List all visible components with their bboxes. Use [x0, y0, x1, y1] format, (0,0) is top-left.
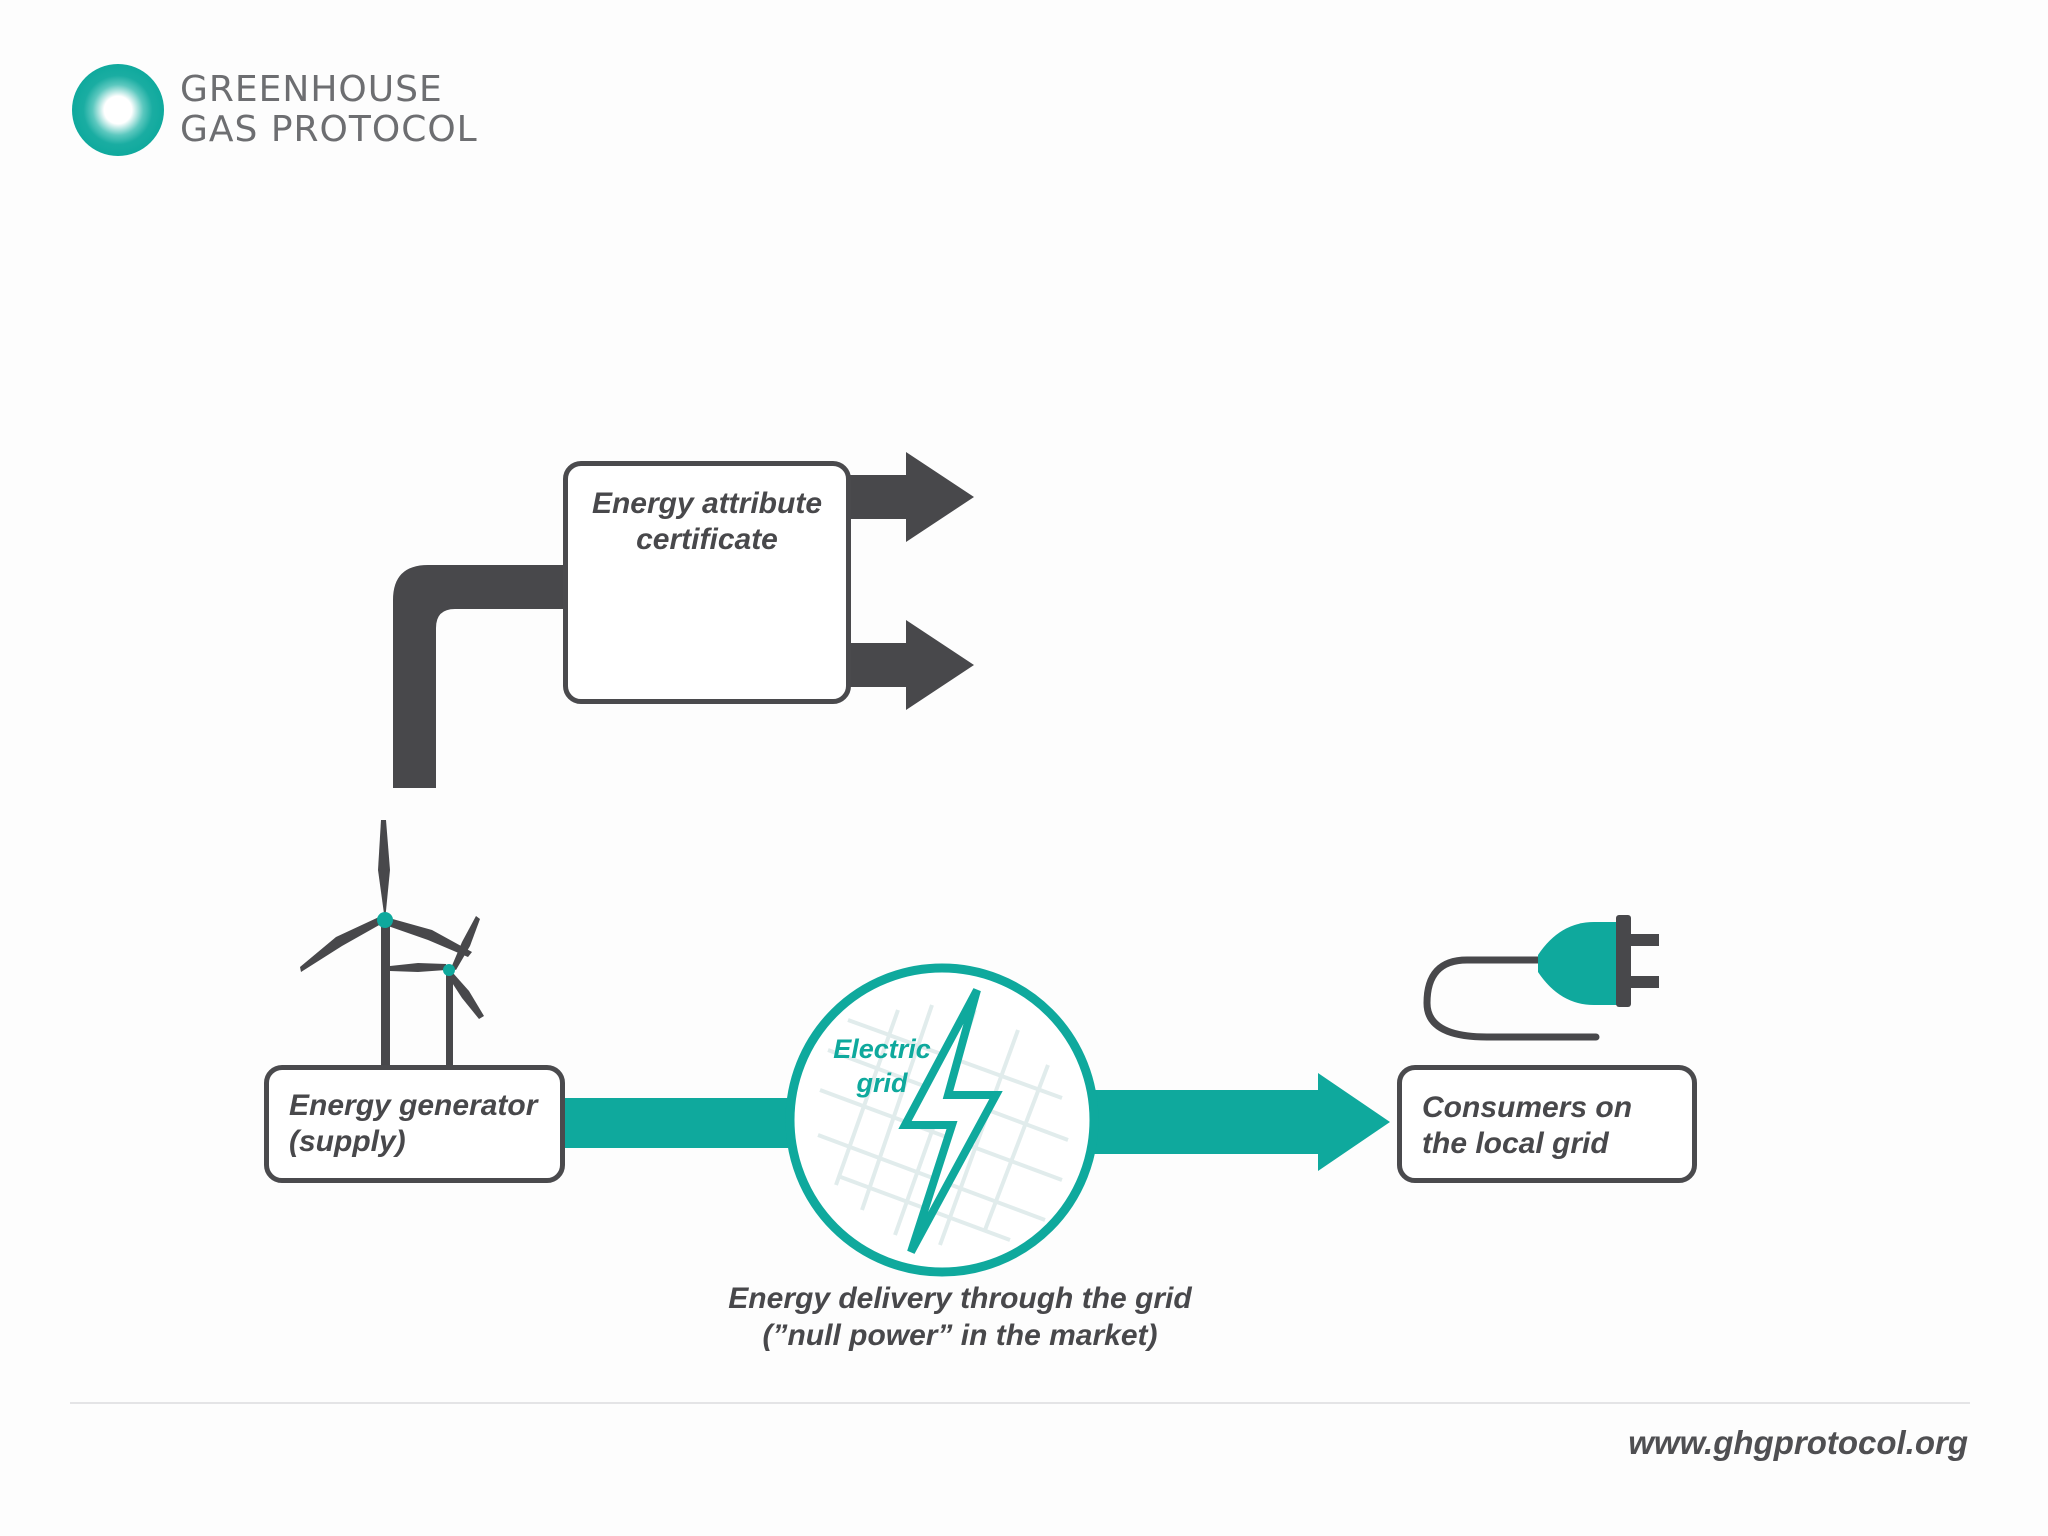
- grid-label-line-2: grid: [856, 1068, 908, 1098]
- consumers-label-line-2: the local grid: [1422, 1127, 1609, 1160]
- certificate-pipe: [393, 565, 566, 788]
- certificate-arrow-lower: [848, 620, 974, 710]
- certificate-label-line-2: certificate: [636, 523, 778, 556]
- certificate-label-line-1: Energy attribute: [591, 487, 823, 520]
- grid-flow-left: [563, 1098, 793, 1148]
- generator-label: Energy generator (supply): [289, 1088, 537, 1160]
- consumers-box: Consumers on the local grid: [1397, 1065, 1697, 1183]
- electric-grid-label: Electric grid: [812, 1032, 952, 1100]
- wind-turbine-icon: [300, 820, 484, 1068]
- lightning-icon: [898, 988, 1003, 1254]
- delivery-caption-line-1: Energy delivery through the grid: [728, 1282, 1192, 1315]
- energy-generator-box: Energy generator (supply): [264, 1065, 565, 1183]
- logo-ring-icon: [72, 64, 164, 156]
- energy-delivery-caption: Energy delivery through the grid (”null …: [640, 1280, 1280, 1354]
- consumers-label: Consumers on the local grid: [1422, 1090, 1632, 1162]
- certificate-label: Energy attribute certificate: [568, 486, 846, 558]
- footer-url: www.ghgprotocol.org: [1628, 1424, 1968, 1461]
- logo-line-1: GREENHOUSE: [180, 69, 443, 110]
- footer-divider: [70, 1402, 1970, 1404]
- generator-label-line-1: Energy generator: [289, 1089, 538, 1122]
- consumers-label-line-1: Consumers on: [1422, 1091, 1633, 1124]
- grid-label-line-1: Electric: [833, 1034, 931, 1064]
- grid-flow-arrow-right: [1093, 1073, 1390, 1171]
- logo-wordmark: GREENHOUSE GAS PROTOCOL: [180, 70, 478, 150]
- delivery-caption-line-2: (”null power” in the market): [762, 1319, 1158, 1352]
- certificate-arrow-upper: [848, 452, 974, 542]
- electric-grid-node: [785, 963, 1099, 1277]
- generator-label-line-2: (supply): [289, 1125, 406, 1158]
- plug-icon: [1423, 915, 1659, 1041]
- ghg-protocol-logo: GREENHOUSE GAS PROTOCOL: [68, 60, 477, 160]
- energy-attribute-certificate-box: Energy attribute certificate: [563, 461, 851, 704]
- logo-line-2: GAS PROTOCOL: [180, 109, 478, 150]
